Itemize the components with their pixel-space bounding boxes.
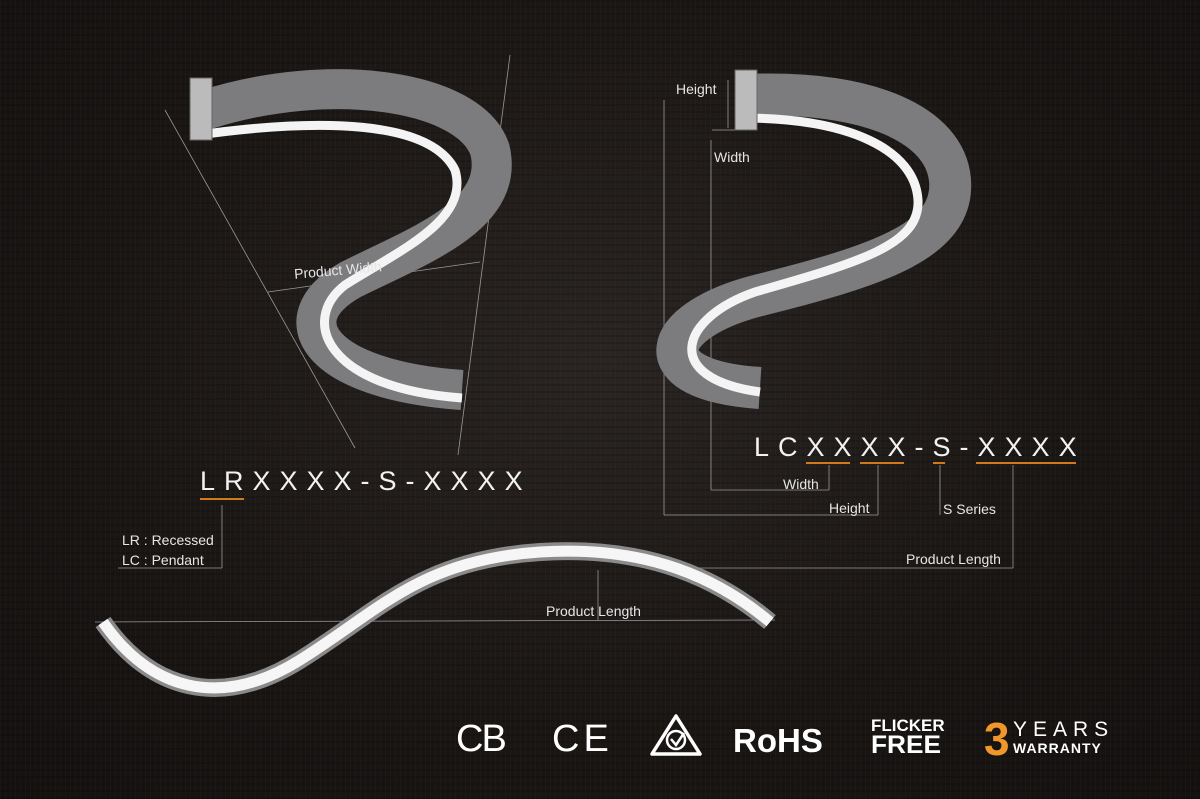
bottom-lamp — [95, 542, 776, 697]
code-series-label: S Series — [943, 501, 996, 517]
rohs-logo: RoHS — [733, 722, 823, 759]
left-lamp — [189, 69, 512, 410]
height-label: Height — [676, 81, 717, 97]
warranty-number: 3 — [984, 713, 1010, 765]
code-length-label: Product Length — [906, 551, 1001, 567]
left-product-code: LRXXXX-S-XXXX — [200, 466, 532, 496]
legend-recessed: LR : Recessed — [122, 532, 214, 548]
accent-underline — [976, 462, 1076, 464]
warranty-text: WARRANTY — [1013, 740, 1102, 756]
bottom-product-length-label: Product Length — [546, 603, 641, 619]
warranty-years: YEARS — [1013, 718, 1115, 741]
code-width-label: Width — [783, 476, 819, 492]
ce-logo: CE — [552, 718, 613, 760]
dimension-lines — [94, 54, 1014, 623]
right-product-code: LCXXXX-S-XXXX — [754, 432, 1086, 462]
accent-underline — [933, 462, 945, 464]
flicker-free-line2: FREE — [871, 731, 942, 759]
rcm-mark-icon — [650, 714, 702, 756]
code-height-label: Height — [829, 500, 870, 516]
accent-underline — [860, 462, 904, 464]
accent-underline — [806, 462, 850, 464]
cb-logo: CB — [456, 718, 507, 760]
right-lamp — [656, 69, 972, 409]
accent-underline — [200, 498, 244, 500]
width-label: Width — [714, 149, 750, 165]
legend-pendant: LC : Pendant — [122, 552, 204, 568]
flicker-free-line1: FLICKER — [871, 716, 945, 735]
